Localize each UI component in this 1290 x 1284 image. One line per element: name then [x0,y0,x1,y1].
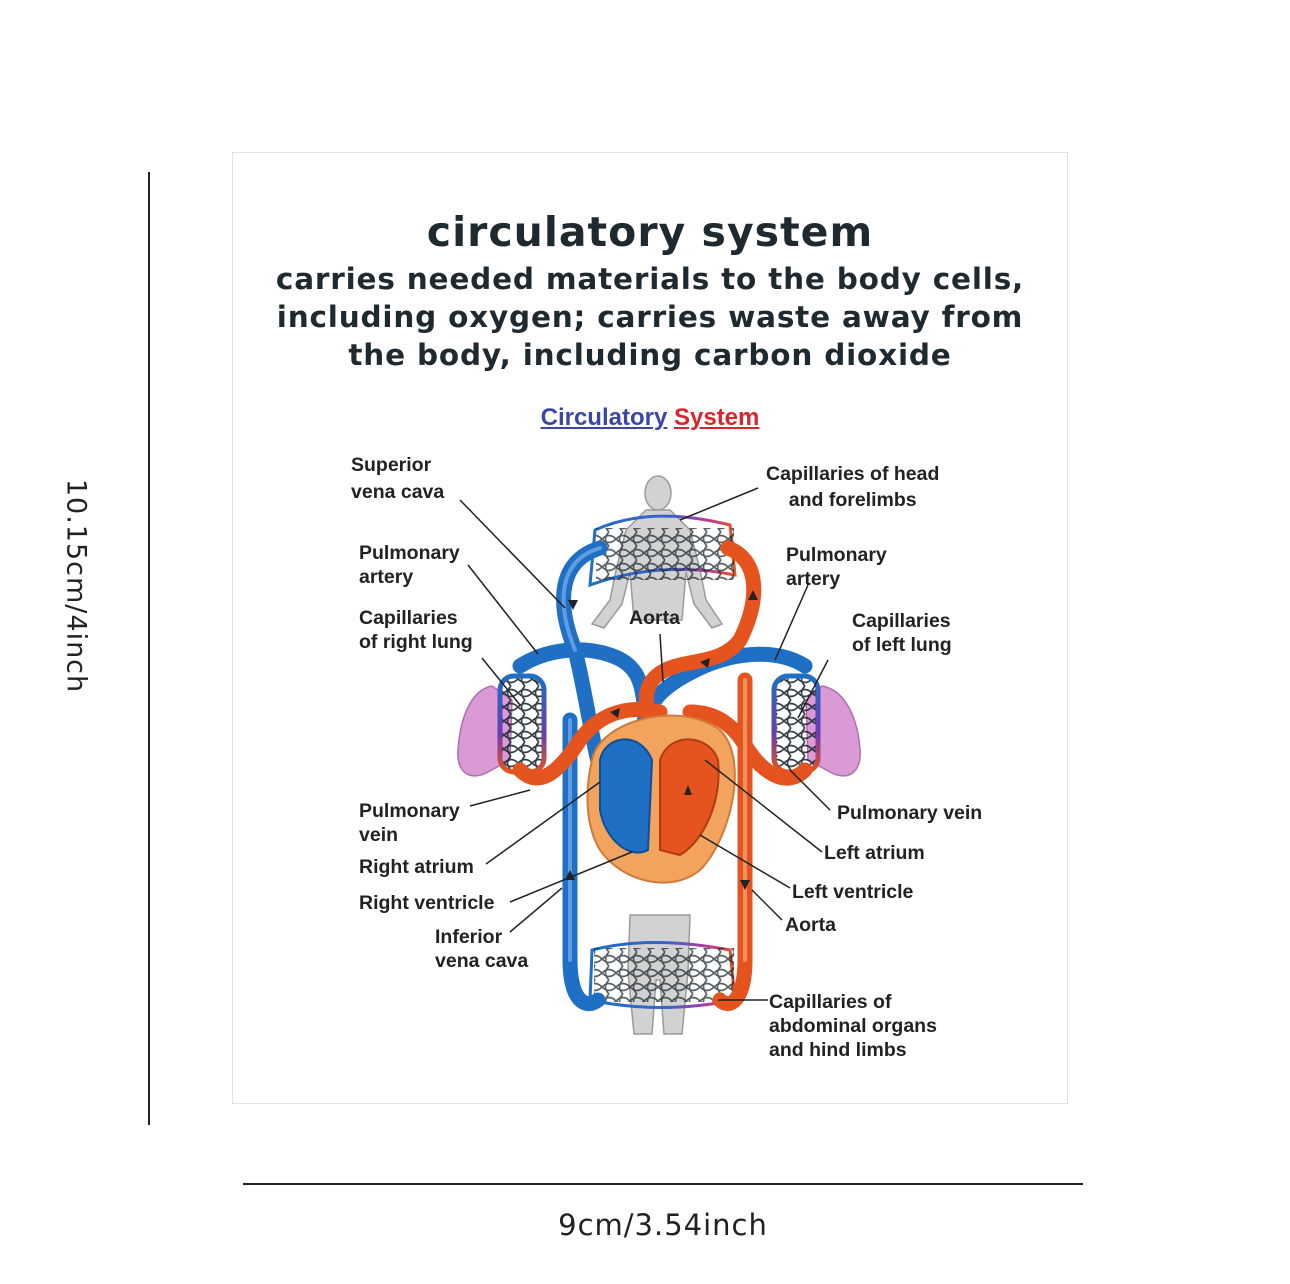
label-line: Aorta [629,607,680,629]
label-line: of left lung [852,634,952,656]
label-capillaries-head: Capillaries of head and forelimbs [766,461,939,513]
subtitle-line: carries needed materials to the body cel… [275,262,1025,296]
label-pulmonary-vein-left: Pulmonary vein [359,799,460,847]
label-line: Right atrium [359,856,474,878]
label-superior-vena-cava: Superior vena cava [351,452,444,506]
label-line: Pulmonary [786,544,887,566]
label-line: vena cava [351,481,445,503]
label-line: Pulmonary [359,542,460,564]
subtitle-line: the body, including carbon dioxide [348,338,952,372]
leader-lines [459,487,831,1001]
label-capillaries-abdominal: Capillaries of abdominal organs and hind… [769,990,937,1062]
label-line: Aorta [785,914,836,936]
label-line: and hind limbs [769,1039,907,1061]
label-capillaries-right-lung: Capillaries of right lung [359,606,473,654]
label-pulmonary-artery-right: Pulmonary artery [786,543,887,591]
diagram-title-part-2: System [673,404,760,431]
label-line: abdominal organs [769,1015,937,1037]
label-line: and forelimbs [788,489,917,511]
label-line: Capillaries of head [766,463,940,485]
poster-subtitle: carries needed materials to the body cel… [262,260,1038,374]
label-line: Inferior [435,926,503,948]
width-dimension-line [243,1183,1083,1185]
diagram-title: Circulatory System [232,404,1068,432]
head-capillary-bed [588,514,737,588]
label-line: Capillaries [852,610,951,632]
label-aorta-top: Aorta [629,606,680,630]
label-pulmonary-artery-left: Pulmonary artery [359,541,460,589]
label-line: Pulmonary [359,800,460,822]
label-line: of right lung [359,631,473,653]
right-lung-capillary-bed [497,673,547,775]
label-line: Pulmonary vein [837,802,983,824]
label-line: vein [359,824,399,846]
abdominal-capillary-bed [588,941,737,1009]
label-line: artery [359,566,414,588]
label-line: Capillaries [359,607,458,629]
label-line: Left ventricle [792,881,914,903]
label-line: Capillaries of [769,991,892,1013]
subtitle-line: including oxygen; carries waste away fro… [276,300,1024,334]
label-line: Superior [351,454,432,476]
label-inferior-vena-cava: Inferior vena cava [435,925,528,973]
flow-arrows [565,590,758,890]
label-capillaries-left-lung: Capillaries of left lung [852,609,952,657]
label-aorta-bottom: Aorta [785,913,836,937]
label-line: artery [786,568,841,590]
label-pulmonary-vein-right: Pulmonary vein [837,801,982,825]
label-right-atrium: Right atrium [359,855,474,879]
heart [586,714,736,884]
label-left-atrium: Left atrium [824,841,925,865]
poster-title: circulatory system [426,208,874,256]
label-line: Left atrium [824,842,925,864]
label-right-ventricle: Right ventricle [359,891,494,915]
label-left-ventricle: Left ventricle [792,880,913,904]
diagram-title-part-1: Circulatory [540,404,668,431]
label-line: vena cava [435,950,529,972]
label-line: Right ventricle [359,892,495,914]
height-dimension-line [148,172,150,1125]
left-lung-capillary-bed [771,673,821,775]
width-dimension-label: 9cm/3.54inch [558,1208,768,1242]
